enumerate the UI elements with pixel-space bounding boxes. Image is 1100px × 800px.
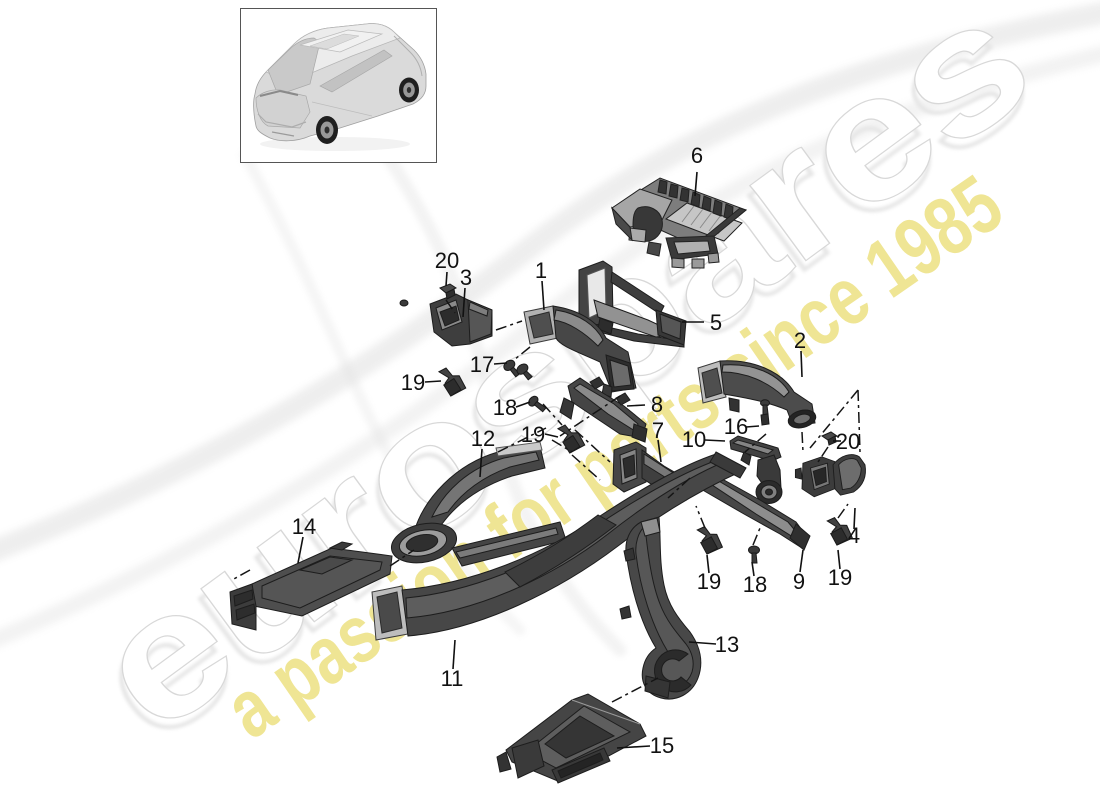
svg-text:19: 19 — [697, 569, 721, 594]
svg-text:6: 6 — [691, 143, 703, 168]
svg-text:7: 7 — [652, 418, 664, 443]
svg-text:19: 19 — [521, 422, 545, 447]
svg-text:16: 16 — [724, 414, 748, 439]
svg-text:19: 19 — [401, 370, 425, 395]
svg-text:17: 17 — [470, 352, 494, 377]
svg-text:15: 15 — [650, 733, 674, 758]
svg-text:19: 19 — [828, 565, 852, 590]
svg-text:2: 2 — [794, 328, 806, 353]
svg-text:14: 14 — [292, 514, 316, 539]
svg-text:18: 18 — [493, 395, 517, 420]
svg-text:13: 13 — [715, 632, 739, 657]
svg-text:1: 1 — [535, 258, 547, 283]
svg-text:11: 11 — [441, 666, 464, 691]
svg-text:8: 8 — [651, 392, 663, 417]
svg-text:20: 20 — [836, 429, 860, 454]
svg-text:10: 10 — [682, 427, 706, 452]
svg-text:18: 18 — [743, 572, 767, 597]
svg-text:12: 12 — [471, 426, 495, 451]
svg-text:5: 5 — [710, 310, 722, 335]
svg-text:3: 3 — [460, 265, 472, 290]
svg-text:4: 4 — [848, 523, 860, 548]
svg-text:20: 20 — [435, 248, 459, 273]
svg-text:9: 9 — [793, 569, 805, 594]
